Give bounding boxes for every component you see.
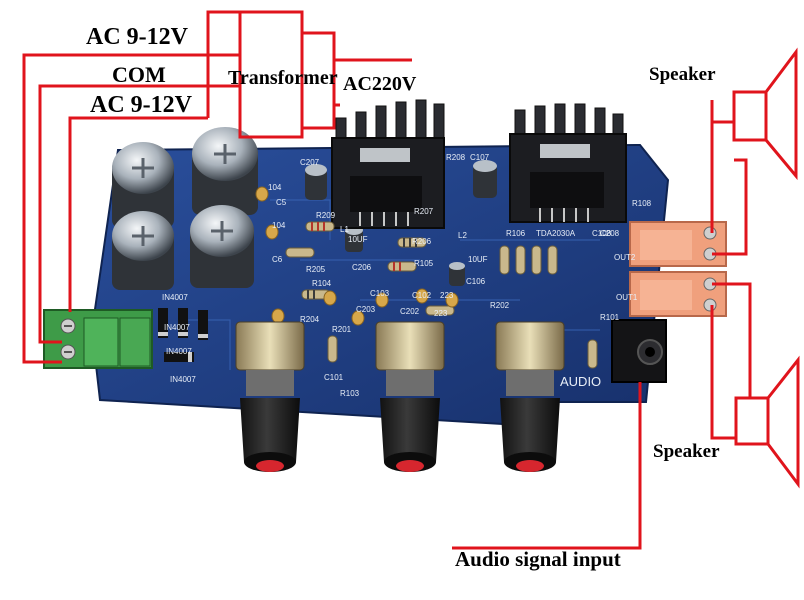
silkscreen-label: C106 [466, 277, 486, 286]
silkscreen-label: L1 [340, 225, 349, 234]
heatsink-right [509, 103, 627, 223]
silkscreen-label: R209 [316, 211, 336, 220]
silkscreen-label: 104 [272, 221, 286, 230]
ac220v-label: AC220V [343, 73, 417, 95]
silkscreen-label: 104 [268, 183, 282, 192]
tda2030a-chip [350, 176, 422, 226]
silkscreen-label: IN4007 [162, 293, 188, 302]
silkscreen-label: R106 [506, 229, 526, 238]
speaker-top-label: Speaker [649, 64, 716, 85]
silkscreen-label: OUT1 [616, 293, 638, 302]
com-label: COM [112, 62, 166, 87]
silkscreen-label: C103 [370, 289, 390, 298]
capacitor [192, 127, 258, 215]
silkscreen-label: C207 [300, 158, 320, 167]
silkscreen-label: C208 [600, 229, 620, 238]
silkscreen-label: C202 [400, 307, 420, 316]
speaker-icon [732, 47, 798, 181]
silkscreen-label: R201 [332, 325, 352, 334]
tda2030a-chip [530, 172, 604, 222]
transformer-label: Transformer [228, 67, 338, 89]
speaker-icon [734, 355, 800, 489]
silkscreen-label: IN4007 [170, 375, 196, 384]
silkscreen-label: TDA2030A [536, 229, 576, 238]
silkscreen-label: C203 [356, 305, 376, 314]
speaker-terminal-out2[interactable] [629, 221, 727, 267]
silkscreen-label: C108 [592, 229, 612, 238]
resistors [285, 221, 598, 369]
capacitor [112, 142, 174, 228]
silkscreen-label: L2 [458, 231, 467, 240]
wiring [22, 10, 752, 550]
ceramic-capacitors [255, 186, 459, 326]
small-capacitor [473, 160, 497, 198]
capacitor [112, 211, 174, 290]
silkscreen-label: R204 [300, 315, 320, 324]
silkscreen-label: 223 [434, 309, 448, 318]
silkscreen-label: R103 [340, 389, 360, 398]
silkscreen-label: C6 [272, 255, 283, 264]
ac-top-wire [22, 53, 240, 364]
silkscreen-label: 223 [440, 291, 454, 300]
ac-bottom-wire [68, 116, 208, 312]
treble-knob[interactable] [375, 321, 445, 472]
silkscreen-label: 10UF [468, 255, 488, 264]
audio-input-jack[interactable] [611, 319, 667, 383]
ac-bottom-label: AC 9-12V [90, 92, 193, 118]
heatsink-left [331, 99, 445, 229]
silkscreen-label: R108 [632, 199, 652, 208]
ac-top-label: AC 9-12V [86, 24, 189, 50]
bass-knob[interactable] [495, 321, 565, 472]
silkscreen-label: OUT2 [614, 253, 636, 262]
silkscreen-label: C107 [470, 153, 490, 162]
primary-winding-box [300, 31, 336, 130]
silkscreen-label: R208 [446, 153, 466, 162]
speaker-bottom-label: Speaker [653, 441, 720, 462]
silkscreen-label: R206 [412, 237, 432, 246]
rectifier-diodes [158, 308, 208, 362]
silkscreen-label: R207 [414, 207, 434, 216]
audio-input-wire [452, 382, 642, 550]
filter-capacitors [112, 127, 497, 290]
silkscreen-label: R101 [600, 313, 620, 322]
com-wire [38, 84, 240, 344]
silkscreen-label: R105 [414, 259, 434, 268]
power-terminal-block[interactable] [43, 309, 153, 369]
silkscreen-label: R205 [306, 265, 326, 274]
silkscreen-label: C101 [324, 373, 344, 382]
silkscreen-label: IN4007 [164, 323, 190, 332]
silkscreen-label: 10UF [348, 235, 368, 244]
silkscreen-label: C206 [352, 263, 372, 272]
silkscreen-label: IN4007 [166, 347, 192, 356]
silkscreen-label: R202 [490, 301, 510, 310]
silkscreen-label: C5 [276, 198, 287, 207]
silkscreen-label: AUDIO [560, 374, 601, 389]
small-capacitor [449, 262, 465, 286]
speaker-terminal-out1[interactable] [629, 271, 727, 317]
volume-knob[interactable] [235, 321, 305, 472]
capacitor [190, 205, 254, 288]
silkscreen-label: R104 [312, 279, 332, 288]
small-capacitor [305, 164, 327, 200]
audio-input-label: Audio signal input [455, 547, 621, 571]
silkscreen-label: C102 [412, 291, 432, 300]
